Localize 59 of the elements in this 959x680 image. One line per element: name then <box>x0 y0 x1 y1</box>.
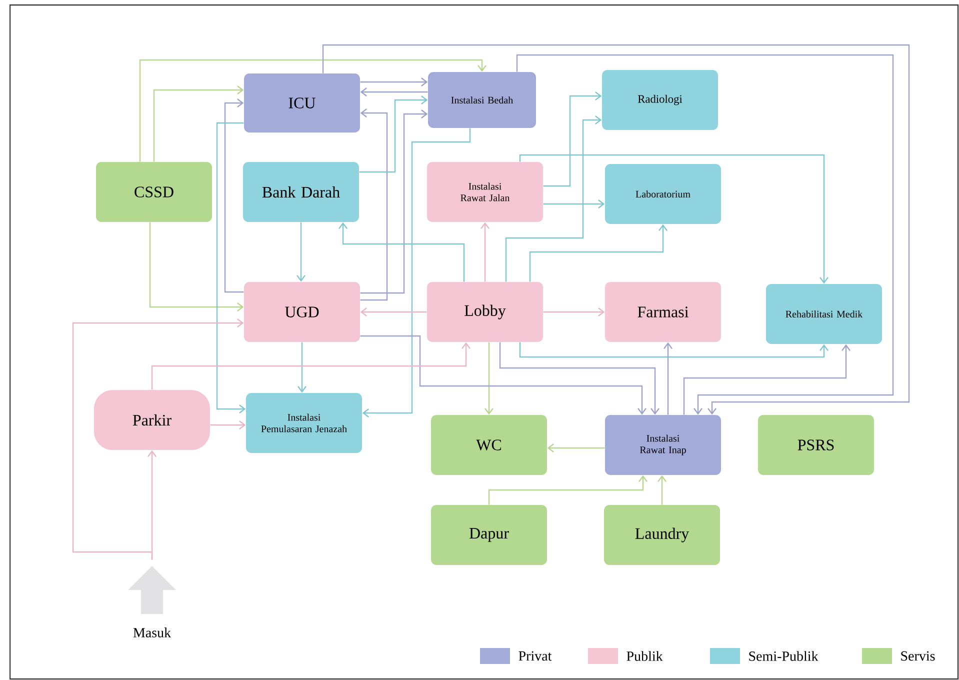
unit-box: UGD <box>244 282 360 342</box>
unit-box: ICU <box>244 74 360 132</box>
arrow <box>72 318 244 560</box>
arrow <box>519 342 828 358</box>
arrow <box>362 128 471 418</box>
arrow <box>338 222 465 282</box>
legend-label: Publik <box>626 651 663 661</box>
arrow <box>484 342 494 415</box>
arrow <box>488 475 648 505</box>
arrow <box>683 344 850 415</box>
arrow <box>298 342 306 393</box>
arrow <box>360 335 646 415</box>
arrow <box>322 44 910 415</box>
arrow <box>296 222 306 282</box>
arrow <box>224 98 244 293</box>
arrow <box>210 420 246 430</box>
unit-box: Dapur <box>431 505 547 565</box>
arrow <box>360 308 427 316</box>
unit-box: Laboratorium <box>605 164 721 224</box>
unit-box: Bank Darah <box>243 162 359 222</box>
unit-box: WC <box>431 415 547 475</box>
legend-label: Servis <box>901 651 935 661</box>
arrow <box>149 222 244 312</box>
arrow <box>664 342 672 415</box>
legend-label: Privat <box>518 651 552 661</box>
arrow <box>516 54 894 415</box>
unit-box: Farmasi <box>605 282 721 342</box>
arrow <box>153 86 244 162</box>
arrow <box>543 200 605 208</box>
unit-box: Instalasi Rawat Inap <box>605 415 721 475</box>
unit-box: PSRS <box>758 415 874 475</box>
arrow <box>543 92 602 187</box>
arrow <box>360 108 388 301</box>
arrow <box>499 342 660 415</box>
arrow <box>359 96 428 173</box>
arrow <box>658 475 666 505</box>
arrow <box>543 308 605 316</box>
unit-box: Instalasi Pemulasaran Jenazah <box>246 393 362 453</box>
unit-box: Rehabilitasi Medik <box>766 284 882 344</box>
arrow <box>547 444 605 452</box>
arrow <box>139 59 486 162</box>
unit-box: CSSD <box>96 162 212 222</box>
unit-box: Instalasi Rawat Jalan <box>427 162 543 222</box>
legend-label: Semi-Publik <box>749 651 818 661</box>
node-label: Masuk <box>133 628 172 638</box>
arrow <box>529 224 668 282</box>
unit-box: Laundry <box>604 505 720 565</box>
arrow <box>360 88 428 96</box>
arrow <box>151 342 470 390</box>
arrow <box>480 222 490 282</box>
parking-capsule: Parkir <box>94 390 210 450</box>
unit-box: Lobby <box>427 282 543 342</box>
arrow <box>519 154 828 284</box>
arrow <box>216 122 246 414</box>
arrow <box>505 116 602 282</box>
unit-box: Instalasi Bedah <box>428 72 536 128</box>
arrow <box>360 78 428 86</box>
arrow <box>360 110 428 294</box>
unit-box: Radiologi <box>602 70 718 130</box>
